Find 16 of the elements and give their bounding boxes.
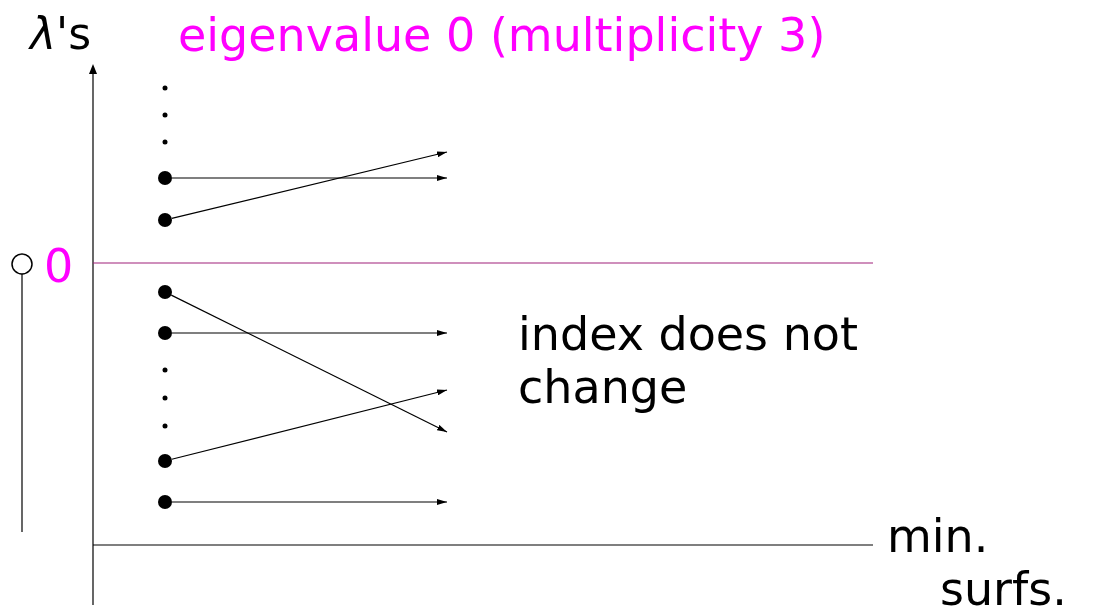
annotation-text: index does not change bbox=[518, 308, 860, 414]
axis-label: min. surfs. bbox=[887, 510, 1068, 609]
data-point bbox=[158, 326, 172, 340]
data-point bbox=[158, 171, 172, 185]
arrow bbox=[171, 389, 448, 460]
data-point bbox=[158, 213, 172, 227]
zero-label: 0 bbox=[44, 243, 74, 289]
axis-label: λ's bbox=[30, 12, 92, 56]
arrow bbox=[170, 294, 448, 433]
arrow bbox=[171, 330, 448, 336]
data-point bbox=[158, 454, 172, 468]
arrow bbox=[171, 175, 448, 181]
data-point bbox=[158, 285, 172, 299]
arrow bbox=[171, 499, 448, 505]
arrow bbox=[171, 151, 448, 219]
data-point bbox=[158, 495, 172, 509]
